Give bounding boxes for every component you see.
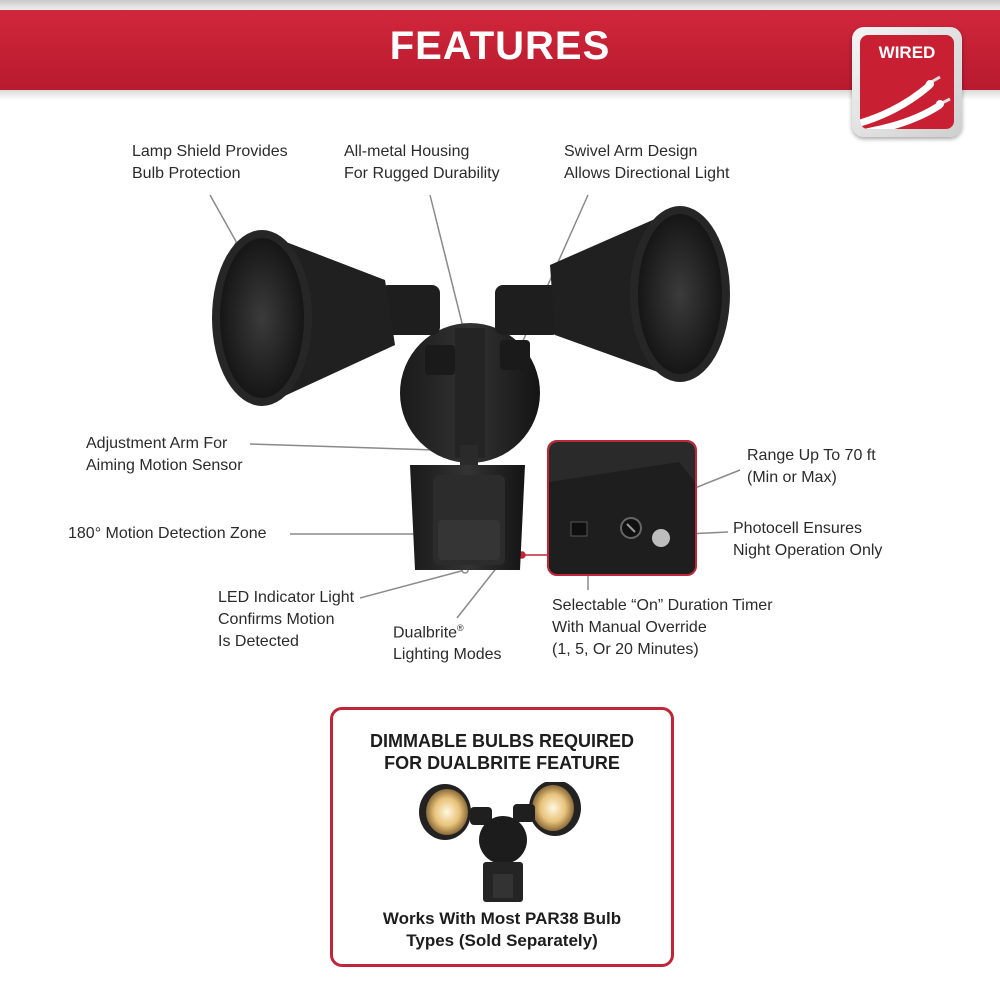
banner-top-shade <box>0 0 1000 10</box>
page-title: FEATURES <box>389 24 611 68</box>
callout-motion-zone: 180° Motion Detection Zone <box>68 525 267 542</box>
features-banner <box>0 10 1000 90</box>
lit-fixture-illustration <box>419 782 581 902</box>
banner-bottom-shade <box>0 90 1000 100</box>
wired-badge-label: WIRED <box>878 43 936 62</box>
floodlight-fixture-illustration <box>209 194 741 619</box>
controls-closeup-illustration <box>549 442 695 574</box>
wired-badge: WIRED <box>852 27 962 137</box>
wire-icon <box>860 75 951 129</box>
callout-dualbrite: Dualbrite® Lighting Modes <box>393 623 502 664</box>
controls-inset <box>547 440 697 576</box>
callout-range: Range Up To 70 ft(Min or Max) <box>747 447 876 486</box>
